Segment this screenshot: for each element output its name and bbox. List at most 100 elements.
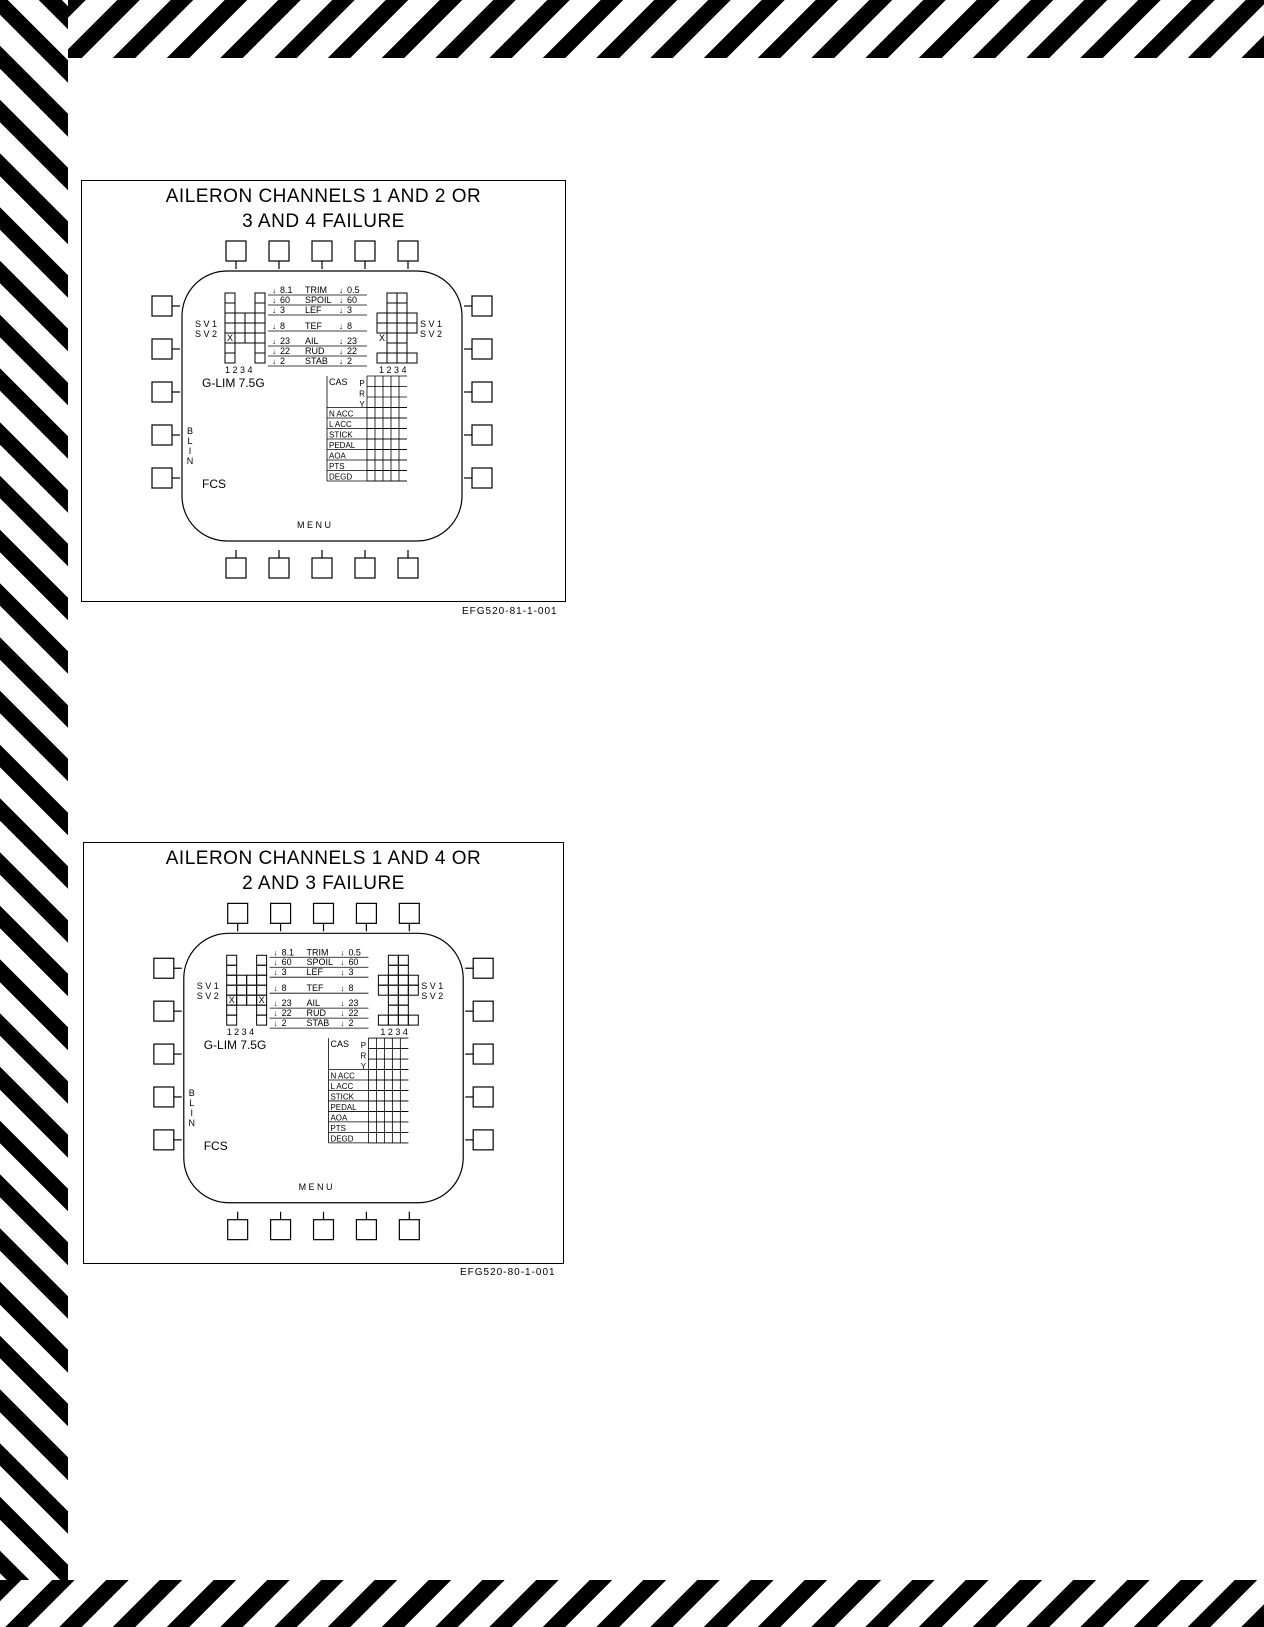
menu-label: M E N U [297,520,331,530]
left-channel-cell [254,352,266,364]
pushbutton-right-4 [472,1086,494,1108]
surface-name: TEF [307,983,324,993]
surface-right-value: 60 [347,295,357,305]
hazard-stripe-top [0,0,1264,58]
fcs-label: FCS [202,477,226,491]
pushbutton-bottom-5 [398,1219,420,1241]
left-channel-cell [234,322,246,334]
left-channel-cell [224,352,236,364]
right-channel-cell [397,1014,409,1026]
right-channel-numbers: 1 2 3 4 [380,1027,407,1037]
sensor-row-label: STICK [329,431,353,440]
right-channel-cell [396,322,408,334]
surface-right-value: 2 [348,1018,353,1028]
surface-name: RUD [307,1008,327,1018]
cas-axis-label: R [361,1052,367,1061]
arrow-icon: ↓ [340,999,344,1008]
arrow-icon: ↓ [274,968,278,977]
figure-title-line1: AILERON CHANNELS 1 AND 2 OR [165,186,482,207]
left-channel-cell [224,302,236,314]
pushbutton-right-1 [472,957,494,979]
surface-right-value: 60 [348,957,358,967]
right-channel-cell [396,352,408,364]
sensor-row-label: L ACC [329,420,352,429]
display-screen-outline [181,270,463,542]
right-channel-cell [386,302,398,314]
right-channel-cell [387,954,399,966]
pushbutton-left-3 [153,1043,175,1065]
arrow-icon: ↓ [339,347,343,356]
pushbutton-top-3 [312,902,335,924]
right-channel-cell [397,994,409,1006]
surface-name: STAB [307,1018,330,1028]
pushbutton-bottom-2 [270,1219,292,1241]
sv2-label: S V 2 [420,329,442,339]
left-channel-cell [256,1004,268,1016]
right-channel-cell [406,312,418,324]
left-channel-cell [256,974,268,986]
pushbutton-left-2 [153,1000,175,1022]
pushbutton-bottom-3 [312,1219,335,1241]
cas-axis-label: R [359,390,365,399]
arrow-icon: ↓ [339,286,343,295]
surface-name: TRIM [305,285,327,295]
left-channel-cell [236,984,248,996]
surface-right-value: 23 [347,336,357,346]
surface-left-value: 3 [280,305,285,315]
arrow-icon: ↓ [339,322,343,331]
right-channel-cell [407,984,419,996]
right-channel-cell [387,974,399,986]
arrow-icon: ↓ [272,296,276,305]
left-channel-cell [246,974,258,986]
pushbutton-right-2 [472,1000,494,1022]
arrow-icon: ↓ [340,984,344,993]
arrow-icon: ↓ [272,337,276,346]
cas-axis-label: P [361,1041,366,1050]
channel-fail-x: X [229,995,235,1005]
arrow-icon: ↓ [339,296,343,305]
right-channel-cell [397,1004,409,1016]
surface-left-value: 8.1 [280,285,293,295]
arrow-icon: ↓ [272,357,276,366]
cas-label: CAS [329,377,348,387]
pushbutton-right-1 [471,295,493,317]
pushbutton-top-5 [397,240,419,262]
surface-left-value: 3 [282,967,287,977]
surface-left-value: 2 [280,356,285,366]
surface-left-value: 23 [282,998,292,1008]
left-channel-cell [254,302,266,314]
right-channel-cell [376,322,388,334]
right-channel-cell [396,312,408,324]
pushbutton-right-5 [471,467,493,489]
channel-fail-x: X [379,333,385,343]
sv1-label: S V 1 [197,981,219,991]
surface-left-value: 2 [282,1018,287,1028]
left-channel-cell [254,312,266,324]
right-channel-cell [396,342,408,354]
surface-name: RUD [305,346,325,356]
sensor-row-label: PTS [330,1124,346,1133]
blin-letter: I [191,1108,194,1118]
display-screen-outline [183,932,464,1204]
pushbutton-top-5 [398,902,420,924]
left-channel-cell [256,984,268,996]
left-channel-cell [256,954,268,966]
left-channel-cell [226,1014,238,1026]
arrow-icon: ↓ [274,948,278,957]
surface-left-value: 22 [282,1008,292,1018]
sensor-row-label: N ACC [329,410,354,419]
right-channel-cell [406,352,418,364]
surface-left-value: 8.1 [282,947,294,957]
surface-right-value: 22 [347,346,357,356]
blin-letter: L [189,1098,194,1108]
pushbutton-left-5 [153,1129,175,1151]
arrow-icon: ↓ [340,948,344,957]
arrow-icon: ↓ [272,322,276,331]
sv2-label: S V 2 [421,991,443,1001]
pushbutton-bottom-4 [354,557,376,579]
right-channel-cell [407,1014,419,1026]
pushbutton-bottom-1 [225,557,247,579]
blin-letter: N [189,1118,195,1128]
sensor-row-label: AOA [330,1113,348,1122]
